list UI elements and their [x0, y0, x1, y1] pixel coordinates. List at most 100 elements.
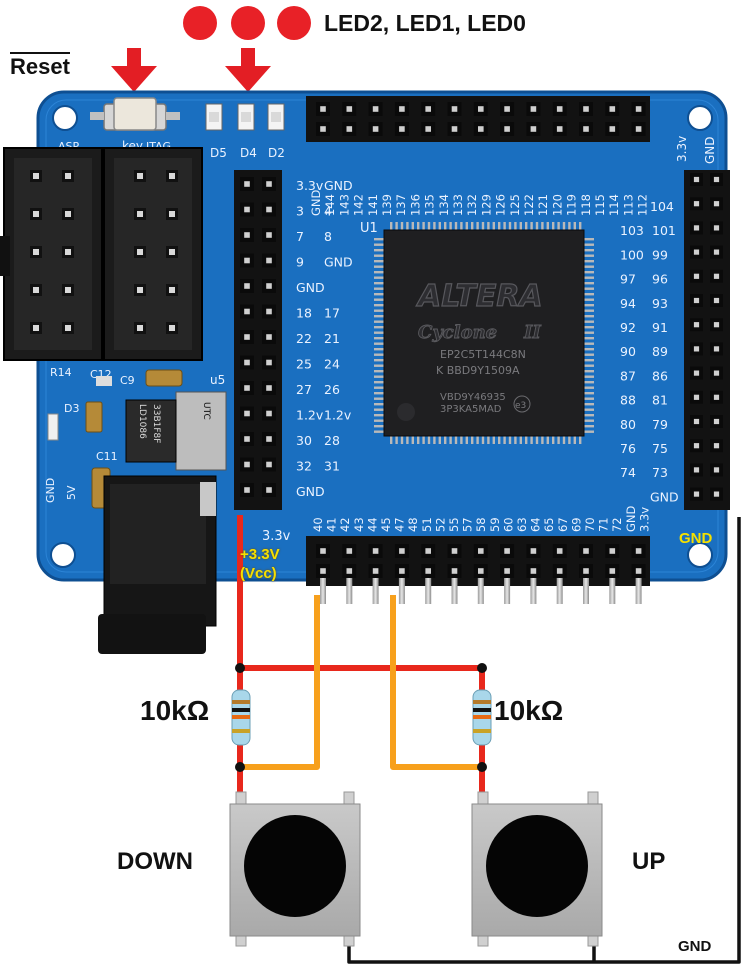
- chip-lead: [374, 315, 386, 318]
- pin-tip: [713, 225, 720, 231]
- chip-lead: [582, 315, 594, 318]
- box-pin-tip: [137, 325, 143, 331]
- pin-tip: [320, 568, 326, 574]
- pin-tip: [713, 394, 720, 400]
- chip-lead: [374, 414, 386, 417]
- left-pin-label: 25: [296, 357, 312, 372]
- ref-gnd: GND: [44, 478, 57, 503]
- box-pin-tip: [33, 287, 39, 293]
- chip-lead: [582, 287, 594, 290]
- top-pin-label: 121: [536, 194, 550, 216]
- chip-lead: [374, 381, 386, 384]
- chip-lead: [579, 434, 582, 444]
- chip-lead: [454, 434, 458, 444]
- pin-tip: [713, 273, 720, 279]
- box-pin-tip: [65, 249, 71, 255]
- led0-indicator: [277, 6, 311, 40]
- pin-tip: [693, 249, 700, 255]
- left-pin-label: 26: [324, 382, 340, 397]
- up-button-label: UP: [632, 848, 666, 875]
- chip-lead: [514, 434, 517, 444]
- box-pin-tip: [33, 249, 39, 255]
- box-header-pins: [30, 170, 178, 334]
- chip-lead: [582, 392, 594, 395]
- bottom-header-pins: [316, 544, 646, 604]
- chip-lead: [582, 326, 594, 329]
- chip-lead: [541, 434, 544, 444]
- chip-lead: [568, 222, 571, 232]
- pin-tip: [346, 568, 353, 574]
- right-pin-label: 92: [620, 320, 636, 335]
- pin-tip: [399, 568, 405, 574]
- bottom-pin-label: 52: [433, 517, 447, 532]
- signal-wire-up: [390, 595, 482, 770]
- wiring: [235, 515, 741, 964]
- bottom-pin-label: 64: [529, 517, 543, 532]
- pin-tip: [244, 181, 250, 187]
- pin-tip: [478, 126, 484, 132]
- right-pin-label: 99: [652, 247, 668, 262]
- pin-tip: [609, 106, 616, 112]
- chip-lead: [374, 403, 386, 406]
- top-pin-label: 119: [565, 194, 579, 216]
- down-pushbutton[interactable]: [229, 791, 361, 947]
- bottom-pin-leg: [583, 578, 589, 604]
- chip-lead: [422, 222, 425, 232]
- chip-lead: [582, 320, 594, 323]
- pin-tip: [244, 461, 250, 468]
- chip-lead: [406, 434, 409, 444]
- pin-tip: [478, 548, 484, 554]
- bottom-pin-label: 59: [488, 517, 502, 532]
- left-pin-label: GND: [296, 280, 325, 295]
- chip-lead: [582, 414, 594, 417]
- led-ref-d5: D5: [210, 146, 227, 160]
- junction-dot: [477, 762, 487, 772]
- chip-lead: [573, 222, 576, 232]
- right-pin-label: 89: [652, 344, 668, 359]
- bottom-pin-label: 41: [325, 517, 339, 532]
- pin-tip: [693, 491, 700, 497]
- bottom-pin-label: 71: [597, 517, 611, 532]
- chip-lead: [508, 222, 512, 232]
- bottom-pin-label: 51: [420, 517, 434, 532]
- bottom-pin-leg: [398, 578, 405, 604]
- chip-lead: [374, 298, 386, 301]
- pin-tip: [320, 126, 326, 132]
- chip-lead: [568, 434, 571, 444]
- left-pin-label: 3: [296, 204, 304, 219]
- pin-tip: [425, 126, 431, 132]
- chip-family: Cyclone: [418, 322, 497, 343]
- pin-tip: [530, 568, 537, 574]
- pin-tip: [713, 176, 720, 183]
- pin-tip: [693, 273, 700, 279]
- down-button-label: DOWN: [117, 848, 193, 875]
- chip-lead: [525, 434, 528, 444]
- reset-button[interactable]: [90, 97, 180, 131]
- ref-5v: 5V: [65, 485, 78, 500]
- right-pin-label: 104: [650, 199, 674, 214]
- reset-arrow-icon: [111, 48, 157, 92]
- bottom-pin-label: 69: [569, 517, 583, 532]
- left-pin-label: GND: [324, 255, 353, 270]
- ref-r14: R14: [50, 366, 72, 379]
- up-pushbutton[interactable]: [471, 791, 603, 947]
- pin-tip: [266, 334, 272, 340]
- pin-tip: [635, 548, 642, 554]
- asp-box-header: [0, 147, 103, 361]
- pin-tip: [451, 568, 458, 574]
- chip-lead: [400, 222, 404, 232]
- chip-lead: [582, 309, 594, 312]
- chip-lead: [503, 222, 506, 232]
- chip-lead: [417, 434, 420, 444]
- resistor-left-label: 10kΩ: [140, 695, 210, 726]
- chip-lead: [374, 364, 386, 367]
- right-pin-label: 94: [620, 296, 636, 311]
- pin-tip: [451, 126, 458, 132]
- regulator-mark-1: UTC: [201, 402, 211, 420]
- led2-indicator: [183, 6, 217, 40]
- box-pin-tip: [169, 325, 175, 331]
- smd-led-group: [205, 103, 285, 131]
- ref-c9: C9: [120, 374, 135, 387]
